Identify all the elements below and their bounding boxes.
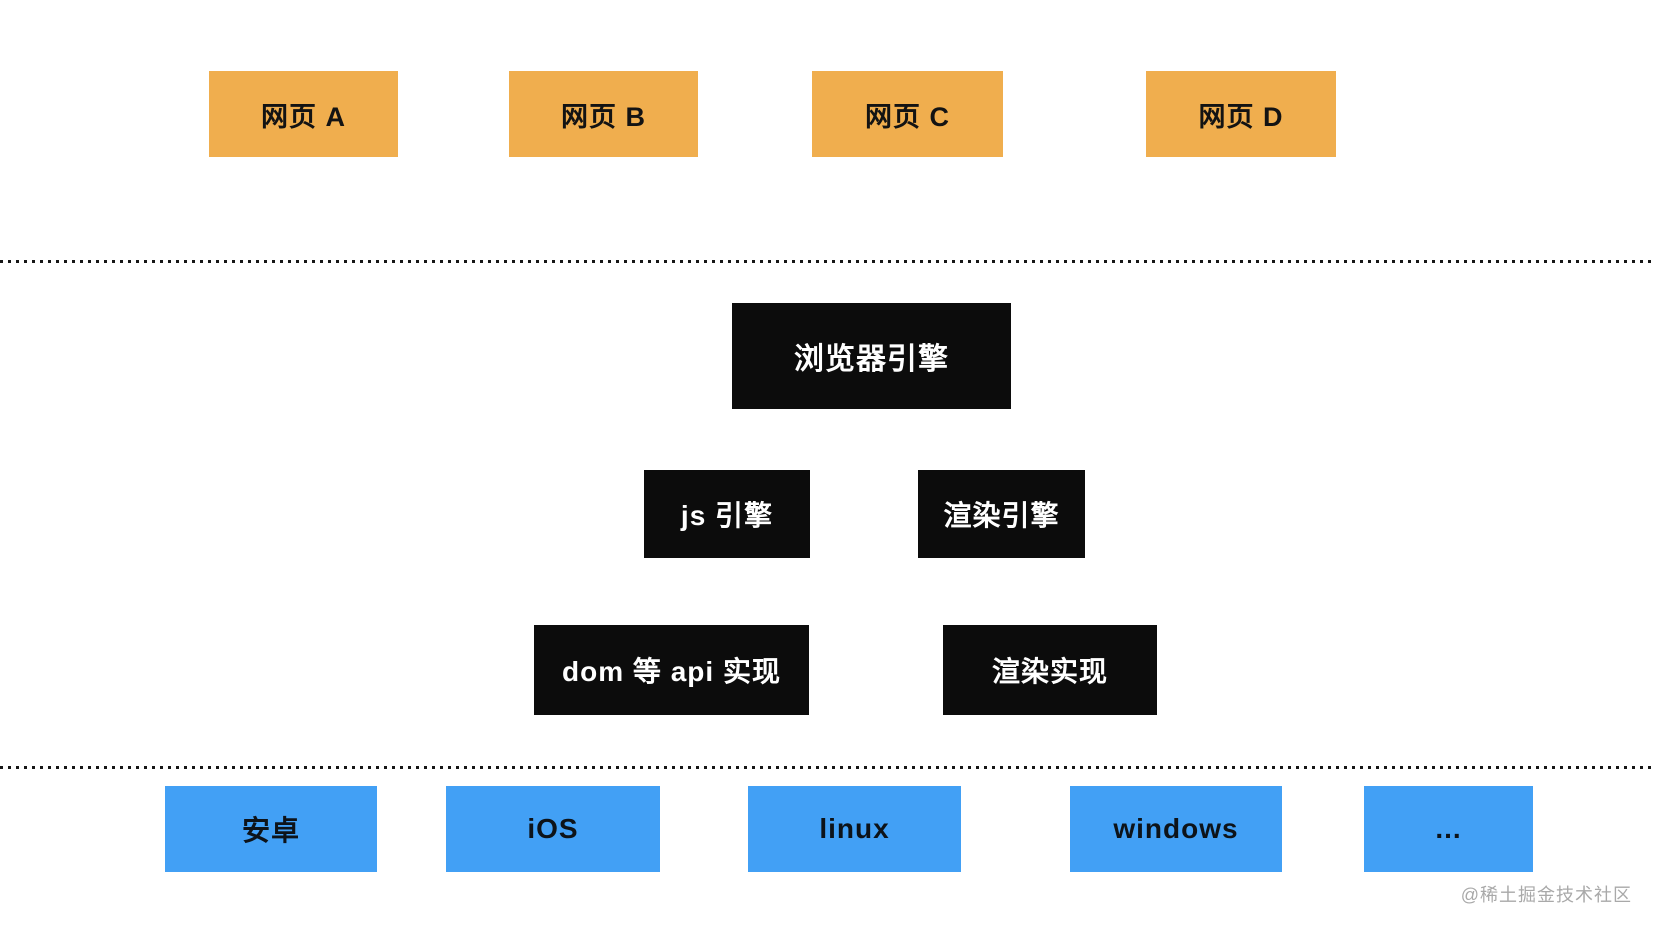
render-implementation-box: 渲染实现: [943, 625, 1157, 715]
platform-android-box: 安卓: [165, 786, 377, 872]
bottom-dotted-divider: [0, 766, 1656, 770]
webpage-c-box: 网页 C: [812, 71, 1003, 157]
top-dotted-divider: [0, 260, 1656, 264]
render-engine-box: 渲染引擎: [918, 470, 1085, 558]
platform-more-box: ...: [1364, 786, 1533, 872]
watermark-text: @稀土掘金技术社区: [1460, 885, 1632, 905]
dom-api-implementation-box: dom 等 api 实现: [534, 625, 809, 715]
platform-ios-box: iOS: [446, 786, 660, 872]
platform-windows-box: windows: [1070, 786, 1282, 872]
js-engine-box: js 引擎: [644, 470, 810, 558]
webpage-d-box: 网页 D: [1146, 71, 1336, 157]
webpage-a-box: 网页 A: [209, 71, 398, 157]
platform-linux-box: linux: [748, 786, 961, 872]
webpage-b-box: 网页 B: [509, 71, 698, 157]
browser-engine-box: 浏览器引擎: [732, 303, 1011, 409]
